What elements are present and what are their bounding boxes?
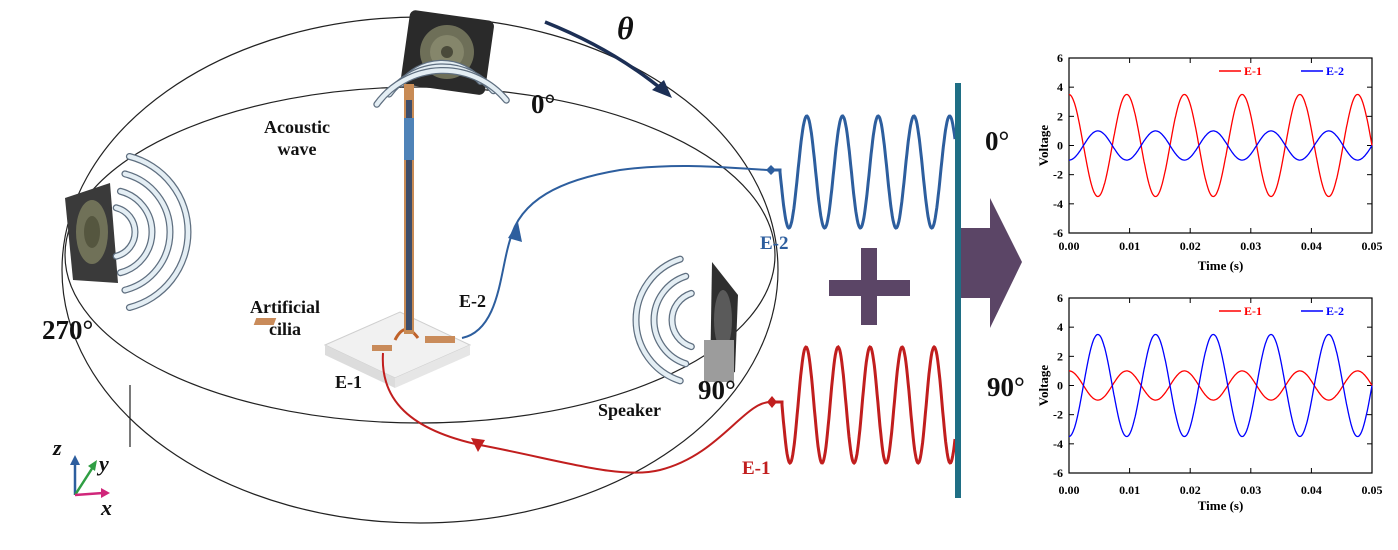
legend-label: E-2 [1326, 304, 1344, 318]
legend-label: E-1 [1244, 304, 1262, 318]
y-tick-label: 4 [1057, 80, 1063, 94]
x-axis-title: Time (s) [1198, 498, 1244, 513]
rotation-arrowhead [652, 80, 672, 98]
y-tick-label: 0 [1057, 379, 1063, 393]
wire-e2-end [766, 165, 776, 175]
axis-x-label: x [101, 495, 112, 520]
angle-90-label: 90° [698, 375, 736, 405]
y-tick-label: -4 [1053, 197, 1063, 211]
y-tick-label: 2 [1057, 349, 1063, 363]
acoustic-arcs-right [632, 255, 695, 385]
acoustic-arc-highlight [633, 256, 683, 384]
signal-e2-label: E-2 [760, 233, 789, 254]
axis-y-label: y [99, 451, 109, 476]
wire-e2 [461, 164, 769, 339]
series-line-e-1 [1068, 93, 1373, 198]
output-wave-e2 [772, 114, 957, 230]
wire-e2-arrowhead [508, 222, 522, 242]
acoustic-arc-highlight [127, 154, 191, 310]
plus-vertical [861, 248, 877, 325]
x-tick-label: 0.05 [1362, 239, 1383, 253]
axis-z-label: z [53, 435, 62, 460]
x-tick-label: 0.04 [1301, 483, 1322, 497]
y-axis-title: Voltage [1036, 125, 1051, 167]
speaker-label: Speaker [598, 400, 661, 420]
x-tick-label: 0.03 [1240, 483, 1261, 497]
panel-0-label: 0° [985, 126, 1010, 156]
x-tick-label: 0.02 [1180, 239, 1201, 253]
plot-frame [1068, 297, 1373, 474]
axes-triad [70, 455, 110, 498]
wire-e1-arrowhead [471, 438, 485, 452]
electrode-e2-label: E-2 [459, 291, 486, 311]
sensor-chip [253, 311, 472, 388]
x-tick-label: 0.04 [1301, 239, 1322, 253]
y-tick-label: 0 [1057, 139, 1063, 153]
acoustic-arc-highlight [651, 274, 689, 366]
y-tick-label: -6 [1053, 466, 1063, 480]
y-tick-label: 6 [1057, 291, 1063, 305]
acoustic-arc-highlight [122, 171, 173, 293]
series-line-e-2 [1069, 130, 1373, 161]
acoustic-arcs-top [373, 59, 510, 108]
wire-e1 [381, 352, 773, 474]
series-line-e-2 [1068, 333, 1373, 438]
panel-90-label: 90° [987, 372, 1025, 402]
y-tick-label: -6 [1053, 226, 1063, 240]
signal-e1-label: E-1 [742, 458, 771, 479]
x-tick-label: 0.03 [1240, 239, 1261, 253]
acoustic-arc-highlight [669, 291, 694, 349]
big-arrow [961, 198, 1022, 328]
y-tick-label: 4 [1057, 320, 1063, 334]
divider-bar [955, 83, 961, 498]
y-tick-label: 2 [1057, 109, 1063, 123]
x-tick-label: 0.00 [1059, 239, 1080, 253]
y-axis-title: Voltage [1036, 365, 1051, 407]
series-line-e-1 [1069, 370, 1373, 401]
acoustic-arc-highlight [374, 68, 509, 107]
angle-0-label: 0° [531, 89, 556, 119]
artificial-cilia-line2: cilia [269, 319, 301, 339]
rotation-arrow [544, 20, 667, 94]
legend-label: E-1 [1244, 64, 1262, 78]
speaker-right [704, 262, 738, 382]
y-tick-label: -4 [1053, 437, 1063, 451]
output-wave-e1 [772, 345, 957, 465]
acoustic-wave-line1: Acoustic [264, 117, 330, 137]
x-tick-label: 0.01 [1119, 483, 1140, 497]
y-tick-label: -2 [1053, 408, 1063, 422]
outer-ring [61, 16, 779, 524]
x-tick-label: 0.05 [1362, 483, 1383, 497]
cilia-pillar [404, 84, 414, 334]
y-tick-label: 6 [1057, 51, 1063, 65]
plot-frame [1068, 57, 1373, 234]
acoustic-arc-highlight [118, 189, 155, 275]
acoustic-wave-label: Acoustic wave [242, 116, 352, 160]
acoustic-arc-highlight [113, 205, 138, 259]
speaker-left [65, 183, 118, 283]
x-tick-label: 0.02 [1180, 483, 1201, 497]
x-tick-label: 0.00 [1059, 483, 1080, 497]
artificial-cilia-line1: Artificial [250, 297, 320, 317]
x-tick-label: 0.01 [1119, 239, 1140, 253]
acoustic-wave-line2: wave [277, 139, 317, 159]
acoustic-arcs-left [112, 152, 192, 312]
legend-label: E-2 [1326, 64, 1344, 78]
theta-label: θ [617, 10, 634, 46]
x-axis-title: Time (s) [1198, 258, 1244, 273]
y-tick-label: -2 [1053, 168, 1063, 182]
artificial-cilia-label: Artificial cilia [230, 296, 340, 340]
angle-270-label: 270° [42, 315, 94, 345]
electrode-e1-label: E-1 [335, 372, 362, 392]
